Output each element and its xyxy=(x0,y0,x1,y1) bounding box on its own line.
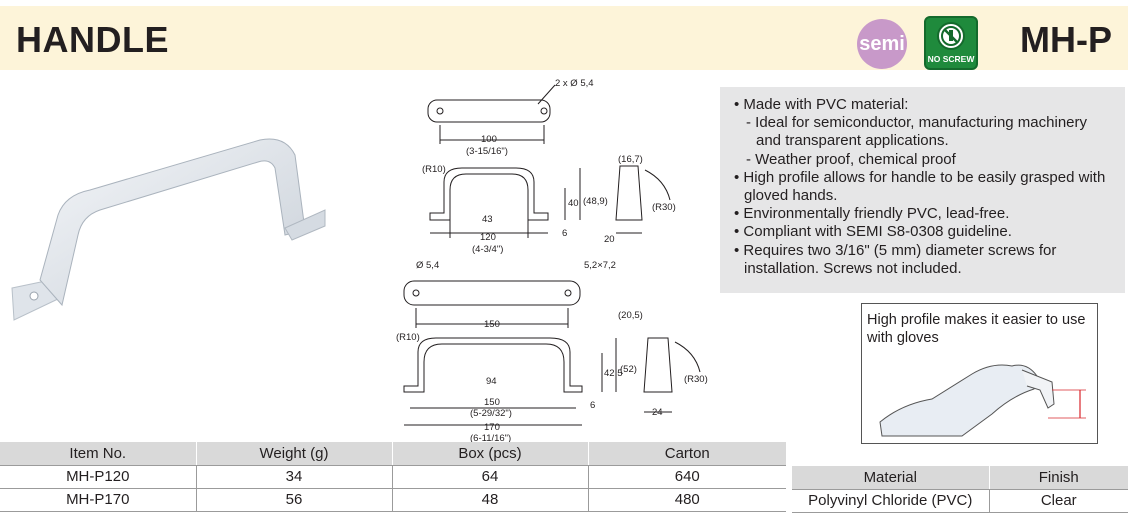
top1-width-inch-label: (3-15/16") xyxy=(466,146,508,157)
end2-base-label: 24 xyxy=(652,407,663,418)
table-header-row: Item No. Weight (g) Box (pcs) Carton xyxy=(0,442,786,466)
model-code: MH-P xyxy=(1020,19,1112,60)
no-screw-label: NO SCREW xyxy=(927,54,975,64)
top2-slot-label: 5,2×7,2 xyxy=(584,260,616,271)
top1-holes-label: 2 x Ø 5,4 xyxy=(555,78,594,89)
table-row: Polyvinyl Chloride (PVC) Clear xyxy=(792,489,1128,513)
feature-item: • Requires two 3/16" (5 mm) diameter scr… xyxy=(734,241,1057,277)
column-header: Weight (g) xyxy=(195,442,392,466)
side1-radius-label: (R10) xyxy=(422,164,446,175)
technical-drawing: 2 x Ø 5,4 100 (3-15/16") (R10) 43 120 (4… xyxy=(396,78,708,444)
table-cell: Polyvinyl Chloride (PVC) xyxy=(792,489,989,513)
table-cell: 48 xyxy=(391,488,588,512)
end1-base-label: 20 xyxy=(604,234,615,245)
table-cell: 480 xyxy=(587,488,786,512)
table-header-row: Material Finish xyxy=(792,466,1128,490)
feature-subitem: - Weather proof, chemical proof xyxy=(746,150,956,168)
side2-h52-label: (52) xyxy=(620,364,637,375)
table-row: MH-P120 34 64 640 xyxy=(0,465,786,489)
side2-mid-label: 150 xyxy=(484,397,500,408)
table-cell: MH-P170 xyxy=(0,488,196,512)
table-cell: MH-P120 xyxy=(0,465,196,489)
feature-list: • Made with PVC material: - Ideal for se… xyxy=(734,96,1115,278)
side1-h6-label: 6 xyxy=(562,228,567,239)
handle-product-image xyxy=(11,138,326,321)
side2-total-label: 170 xyxy=(484,422,500,433)
feature-subitem: - Ideal for semiconductor, manufacturing… xyxy=(746,114,1087,150)
table-cell: 64 xyxy=(391,465,588,489)
side2-h6-label: 6 xyxy=(590,400,595,411)
item-spec-table: Item No. Weight (g) Box (pcs) Carton MH-… xyxy=(0,442,786,512)
table-row: MH-P170 56 48 480 xyxy=(0,488,786,512)
no-screw-badge-icon: NO SCREW xyxy=(924,16,978,70)
page-title: HANDLE xyxy=(16,19,169,60)
side2-radius-label: (R10) xyxy=(396,332,420,343)
side2-mid-inch-label: (5-29/32") xyxy=(470,408,512,419)
top2-hole-label: Ø 5,4 xyxy=(416,260,439,271)
top2-width-label: 150 xyxy=(484,319,500,330)
side2-total-inch-label: (6-11/16") xyxy=(470,433,511,444)
feature-item: • Environmentally friendly PVC, lead-fre… xyxy=(734,205,1010,223)
semi-badge-icon: semi xyxy=(857,19,907,69)
side2-h425-label: 42,5 xyxy=(604,368,623,379)
table-cell: 640 xyxy=(587,465,786,489)
column-header: Material xyxy=(792,466,989,490)
feature-item: • High profile allows for handle to be e… xyxy=(734,168,1106,205)
side1-total-label: 120 xyxy=(480,232,496,243)
column-header: Box (pcs) xyxy=(391,442,588,466)
feature-item: • Made with PVC material: xyxy=(734,96,909,113)
end2-top-label: (20,5) xyxy=(618,310,643,321)
end1-radius-label: (R30) xyxy=(652,202,676,213)
column-header: Item No. xyxy=(0,442,196,466)
gloved-hand-illustration xyxy=(879,364,1086,437)
feature-item: • Compliant with SEMI S8-0308 guideline. xyxy=(734,223,1012,241)
side2-inner-label: 94 xyxy=(486,376,497,387)
side1-h40-label: 40 xyxy=(568,198,579,209)
glove-illustration-box: High profile makes it easier to use with… xyxy=(861,303,1098,444)
end2-radius-label: (R30) xyxy=(684,374,708,385)
table-cell: 34 xyxy=(195,465,392,489)
header-band: HANDLE semi NO SCREW MH-P xyxy=(0,6,1128,70)
side1-total-inch-label: (4-3/4") xyxy=(472,244,503,255)
column-header: Finish xyxy=(988,466,1128,490)
material-table: Material Finish Polyvinyl Chloride (PVC)… xyxy=(792,466,1128,513)
table-cell: 56 xyxy=(195,488,392,512)
side1-inner-label: 43 xyxy=(482,214,493,225)
column-header: Carton xyxy=(587,442,786,466)
side1-h489-label: (48,9) xyxy=(583,196,608,207)
table-cell: Clear xyxy=(988,489,1128,513)
feature-list-box: • Made with PVC material: - Ideal for se… xyxy=(720,87,1125,293)
end1-top-label: (16,7) xyxy=(618,154,643,165)
glove-caption: High profile makes it easier to use with… xyxy=(867,312,1086,346)
top1-width-label: 100 xyxy=(481,134,497,145)
no-screw-symbol-icon xyxy=(937,22,965,50)
